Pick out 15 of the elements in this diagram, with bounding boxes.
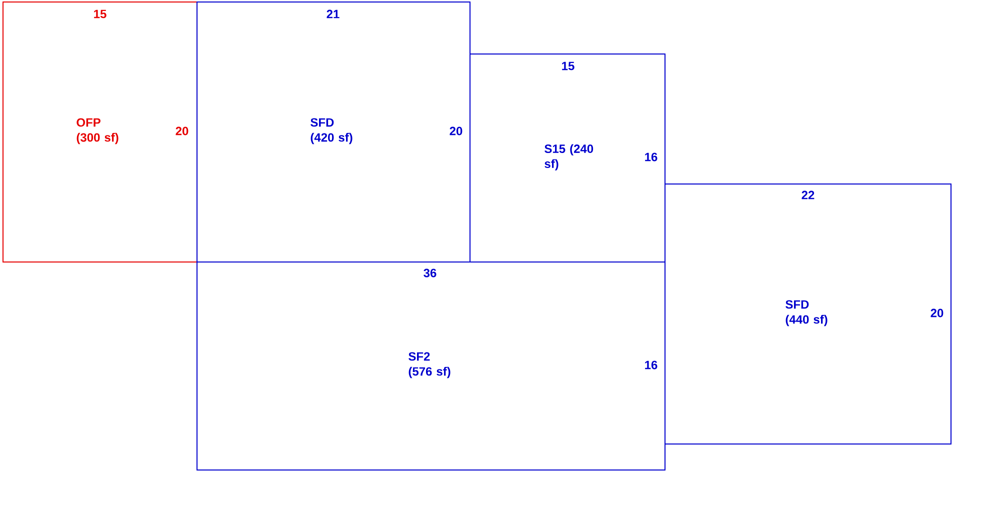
dimension-label: 20: [930, 308, 944, 318]
dimension-label: 20: [450, 126, 462, 136]
dimension-label: 16: [645, 360, 658, 370]
dimension-label: 21: [326, 10, 340, 18]
dimension-label: 16: [645, 152, 658, 162]
room-label: SFD (420 sf): [310, 118, 352, 144]
dimension-label: 15: [94, 10, 106, 18]
room-label: SF2 (576 sf): [408, 352, 450, 378]
room-label: S15 (240 sf): [544, 144, 594, 170]
dimension-label: 20: [176, 126, 188, 136]
dimension-label: 36: [424, 268, 436, 278]
room-label: OFP (300 sf): [76, 118, 118, 144]
room-label: SFD (440 sf): [786, 300, 828, 326]
dimension-label: 15: [562, 62, 574, 70]
dimension-label: 22: [802, 190, 814, 200]
